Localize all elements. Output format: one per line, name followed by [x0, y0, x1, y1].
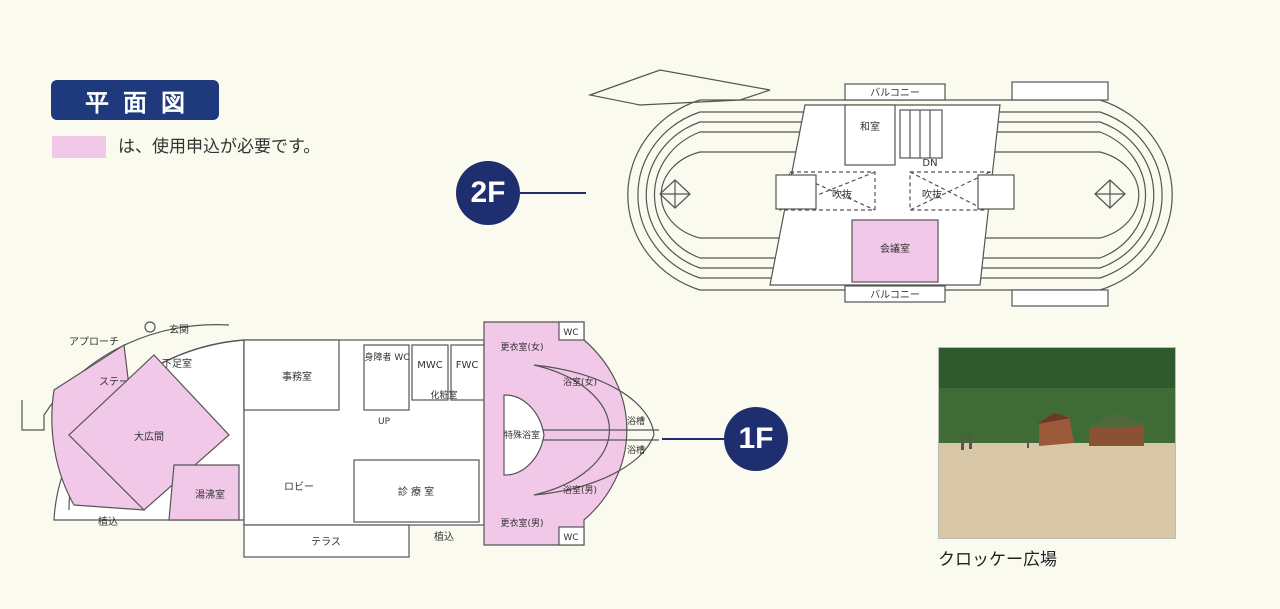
fwc-label: FWC	[456, 360, 479, 371]
yokushitsu-women-label: 浴室(女)	[563, 376, 597, 388]
legend-swatch	[52, 136, 106, 158]
floor-2f-badge: 2F	[456, 161, 520, 225]
approach-label: アプローチ	[69, 336, 119, 348]
shogaisha-wc-label: 身障者 WC	[364, 351, 409, 363]
page-title: 平面図	[51, 80, 219, 120]
yokuso-bottom-label: 浴槽	[627, 444, 645, 456]
keshoshitsu-label: 化粧室	[430, 389, 457, 401]
daihiroma-label: 大広間	[134, 430, 164, 443]
yokushitsu-men-label: 浴室(男)	[563, 484, 597, 496]
shinryoshitsu-label: 診 療 室	[398, 485, 434, 498]
mwc-label: MWC	[417, 360, 443, 371]
uekomi-right-label: 植込	[434, 530, 454, 543]
up-label: UP	[378, 417, 391, 427]
floor-2f-connector	[520, 192, 586, 194]
gesoku-label: 下足室	[162, 357, 192, 370]
fukinuke-left-label: 吹抜	[832, 188, 852, 201]
floor-1f-badge: 1F	[724, 407, 788, 471]
balcony-top-label: バルコニー	[870, 87, 920, 99]
photo-caption: クロッケー広場	[938, 550, 1057, 570]
uekomi-left-label: 植込	[98, 515, 118, 528]
croquet-field-photo	[938, 347, 1176, 539]
legend-text: は、使用申込が必要です。	[118, 137, 321, 157]
koishitsu-women-label: 更衣室(女)	[500, 341, 543, 353]
fukinuke-right-label: 吹抜	[922, 188, 942, 201]
right-ornament	[1094, 179, 1126, 209]
yokuso-top-label: 浴槽	[627, 415, 645, 427]
left-ornament	[659, 179, 691, 209]
yudokoro-label: 湯沸室	[195, 488, 225, 501]
jimushitsu-label: 事務室	[282, 370, 312, 383]
terrace-label: テラス	[311, 536, 341, 548]
washitsu-label: 和室	[860, 120, 880, 133]
koishitsu-men-label: 更衣室(男)	[500, 517, 543, 529]
second-floor-plan: バルコニー バルコニー 和室 DN 吹抜 吹抜 会議室	[587, 69, 1173, 307]
tokushu-yokushitsu-label: 特殊浴室	[504, 429, 540, 441]
floor-1f-connector	[662, 438, 726, 440]
genkan-label: 玄関	[169, 323, 189, 336]
wc-bottom-label: WC	[563, 533, 578, 543]
wc-top-label: WC	[563, 328, 578, 338]
balcony-bottom-label: バルコニー	[870, 289, 920, 301]
first-floor-plan: ステージ 大広間 アプローチ 玄関 下足室 湯沸室 植込 事務室 身障者 WC …	[21, 321, 659, 558]
dn-label: DN	[922, 158, 937, 169]
kaigishitsu-label: 会議室	[880, 242, 910, 255]
stage-label: ステージ	[99, 377, 139, 388]
lobby-label: ロビー	[284, 481, 314, 493]
